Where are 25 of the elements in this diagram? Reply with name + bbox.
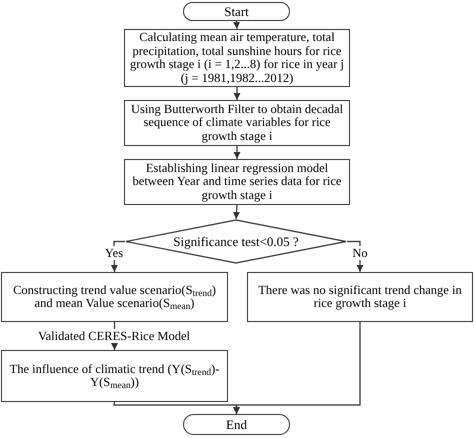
node-text: Significance test<0.05 ? [173,234,299,248]
node-text: Using Butterworth Filter to obtain decadal sequence of climate variables for rice growth stage i [130,102,344,144]
node-text: End [226,418,247,432]
node-text: Calculating mean air temperature, total precipitation, total sunshine hours for rice growth stage i (i = 1,2...8) for rice in year j (j = 1981,1982...2012) [129,31,345,85]
node-text: There was no significant trend change in rice growth stage i [257,284,463,310]
terminal-pill [183,414,290,435]
process-box [247,272,473,322]
edge-label: Yes [102,246,126,260]
process-box [1,272,228,322]
edge-label: No [350,246,370,260]
node-text: The influence of climatic trend (Y(S$_{trend}$)-Y(S$_{mean}$)) [8,362,220,390]
arrow [234,146,240,159]
process-box [124,159,350,205]
arrow [233,322,361,414]
arrow [233,20,240,30]
node-text: Constructing trend value scenario(S$_{trend}$) and mean Value scenario(S$_{mean}$) [12,284,217,310]
process-box [1,350,228,402]
node-text: Start [224,4,249,18]
arrow [234,87,240,100]
process-box [124,100,350,146]
terminal-pill [183,2,290,21]
decision-diamond [125,219,347,264]
node-text: Establishing linear regression model between Year and time series data for rice growth stage i [132,162,342,202]
arrow [233,204,240,220]
edge-label: Validated CERES-Rice Model [36,329,192,343]
